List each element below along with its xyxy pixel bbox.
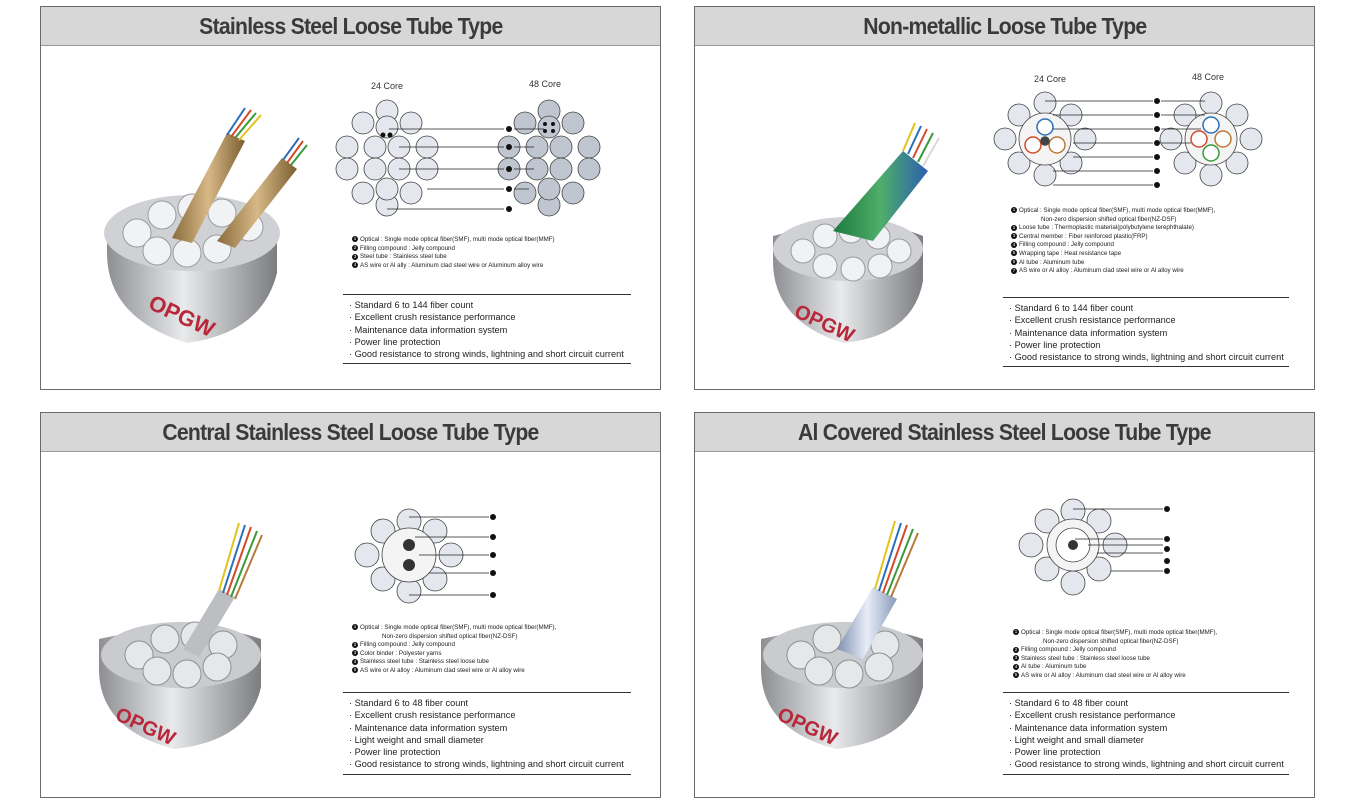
opgw-cable-image: OPGW [99,522,263,750]
cable-photo: OPGW [763,111,953,351]
feature-item: Maintenance data information system [1009,327,1289,339]
panel-al-covered-stainless-steel-loose-tube: Al Covered Stainless Steel Loose Tube Ty… [694,412,1315,798]
legend-item: Non-zero dispersion shifted optical fibe… [382,632,518,640]
feature-item: Good resistance to strong winds, lightni… [349,758,631,770]
feature-item: Power line protection [349,336,631,348]
cable-photo: OPGW [89,509,299,754]
feature-item: Light weight and small diameter [349,734,631,746]
cross-section-diagram [354,508,496,604]
label-48-core: 48 Core [529,79,562,89]
feature-item: Good resistance to strong winds, lightni… [1009,758,1289,770]
panel-stainless-steel-loose-tube: Stainless Steel Loose Tube Type OPGW 24 … [40,6,661,390]
panel-header: Al Covered Stainless Steel Loose Tube Ty… [695,413,1314,452]
feature-item: Maintenance data information system [349,722,631,734]
panel-title: Al Covered Stainless Steel Loose Tube Ty… [798,418,1212,445]
label-24-core: 24 Core [371,81,404,91]
feature-item: Light weight and small diameter [1009,734,1289,746]
cross-section-24-core [335,99,439,217]
opgw-cable-image: OPGW [773,122,940,347]
cross-section-48-core [497,99,601,217]
feature-item: Standard 6 to 48 fiber count [1009,697,1289,709]
panel-non-metallic-loose-tube: Non-metallic Loose Tube Type OPGW 24 Cor… [694,6,1315,390]
feature-item: Power line protection [1009,746,1289,758]
feature-list: Standard 6 to 144 fiber count Excellent … [1003,297,1289,368]
feature-list: Standard 6 to 48 fiber count Excellent c… [343,692,631,775]
panel-header: Stainless Steel Loose Tube Type [41,7,660,46]
opgw-cable-image: OPGW [761,520,923,750]
label-48-core: 48 Core [1192,72,1225,82]
opgw-cable-image: OPGW [104,107,308,343]
feature-item: Standard 6 to 144 fiber count [349,299,631,311]
panel-title: Stainless Steel Loose Tube Type [198,12,503,39]
feature-item: Power line protection [349,746,631,758]
cross-section-diagram [1018,498,1170,596]
feature-list: Standard 6 to 144 fiber count Excellent … [343,294,631,365]
feature-item: Standard 6 to 48 fiber count [349,697,631,709]
panel-header: Non-metallic Loose Tube Type [695,7,1314,46]
label-24-core: 24 Core [1034,74,1067,84]
legend-item: Non-zero dispersion shifted optical fibe… [1041,215,1177,223]
feature-item: Maintenance data information system [349,324,631,336]
panel-title: Central Stainless Steel Loose Tube Type [162,418,539,445]
feature-item: Excellent crush resistance performance [1009,709,1289,721]
panel-central-stainless-steel-loose-tube: Central Stainless Steel Loose Tube Type … [40,412,661,798]
feature-item: Power line protection [1009,339,1289,351]
cross-section-diagram [335,99,601,217]
feature-list: Standard 6 to 48 fiber count Excellent c… [1003,692,1289,775]
cross-section-diagram [993,91,1263,188]
feature-item: Standard 6 to 144 fiber count [1009,302,1289,314]
cross-section-24-core [993,91,1097,187]
legend-item: Non-zero dispersion shifted optical fibe… [1043,637,1179,645]
cable-photo: OPGW [77,103,309,348]
feature-item: Excellent crush resistance performance [349,311,631,323]
panel-header: Central Stainless Steel Loose Tube Type [41,413,660,452]
feature-item: Maintenance data information system [1009,722,1289,734]
feature-item: Excellent crush resistance performance [1009,314,1289,326]
feature-item: Good resistance to strong winds, lightni… [1009,351,1289,363]
feature-item: Excellent crush resistance performance [349,709,631,721]
feature-item: Good resistance to strong winds, lightni… [349,348,631,360]
panel-title: Non-metallic Loose Tube Type [862,12,1147,39]
cable-photo: OPGW [751,509,961,754]
